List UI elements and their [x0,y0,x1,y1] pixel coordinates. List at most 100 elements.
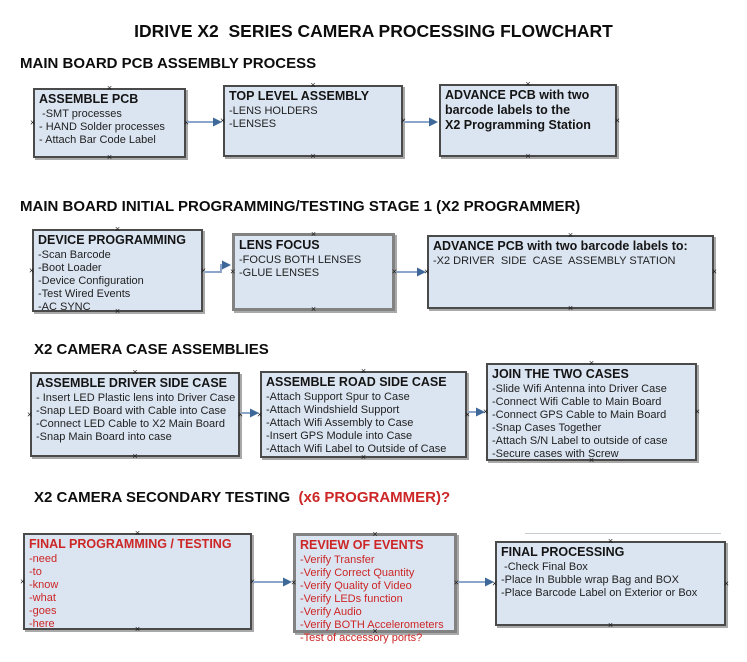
flow-step-item: -X2 DRIVER SIDE CASE ASSEMBLY STATION [433,255,676,267]
anchor-x-icon [424,268,429,277]
flow-step-item: -Snap Main Board into case [36,431,172,443]
section-heading-case-assemblies: X2 CAMERA CASE ASSEMBLIES [34,341,269,358]
arrow-toplevel-to-advance [404,117,438,127]
anchor-x-icon [115,307,120,316]
anchor-x-icon [608,537,613,546]
section-heading-secondary-testing: X2 CAMERA SECONDARY TESTING (x6 PROGRAMM… [34,489,450,506]
flow-step-item: -Attach Windshield Support [266,404,400,416]
box-items: - Insert LED Plastic lens into Driver Ca… [36,392,236,444]
box-title: ADVANCE PCB with two barcode labels to: [433,239,688,253]
box-title: ASSEMBLE PCB [39,92,139,106]
flow-step-item: -Device Configuration [38,275,144,287]
flow-step-item: - Attach Bar Code Label [39,134,156,146]
flow-step-item: -Check Final Box [501,561,588,573]
anchor-x-icon [257,410,262,419]
heading-black-part: X2 CAMERA SECONDARY TESTING [34,489,295,506]
anchor-x-icon [361,367,366,376]
flow-step-item: -LENS HOLDERS [229,105,318,117]
anchor-x-icon [525,152,530,161]
section-heading-pcb-assembly: MAIN BOARD PCB ASSEMBLY PROCESS [20,55,317,72]
anchor-x-icon [27,410,32,419]
anchor-x-icon [372,530,377,539]
flow-box-device-programming: DEVICE PROGRAMMING -Scan Barcode-Boot Lo… [29,229,206,314]
flow-step-item: - Insert LED Plastic lens into Driver Ca… [36,392,236,404]
box-title: FINAL PROCESSING [501,545,625,559]
anchor-x-icon [568,304,573,313]
box-items: -FOCUS BOTH LENSES-GLUE LENSES [239,254,388,280]
page-title: IDRIVE X2 SERIES CAMERA PROCESSING FLOWC… [134,21,613,41]
box-title: JOIN THE TWO CASES [492,367,629,381]
anchor-x-icon [29,266,34,275]
flow-step-item: -Attach S/N Label to outside of case [492,435,668,447]
flow-step-item: -GLUE LENSES [239,267,320,279]
anchor-x-icon [392,268,397,277]
arrow-assemble-to-toplevel [187,117,222,127]
box-title: TOP LEVEL ASSEMBLY [229,89,370,103]
flow-step-item: -FOCUS BOTH LENSES [239,254,362,266]
flow-step-item: -Boot Loader [38,262,102,274]
flow-step-item: -Attach Wifi Assembly to Case [266,417,414,429]
anchor-x-icon [361,453,366,462]
anchor-x-icon [568,231,573,240]
box-title: LENS FOCUS [239,238,320,252]
box-title: ASSEMBLE DRIVER SIDE CASE [36,376,228,390]
anchor-x-icon [230,268,235,277]
box-items: -Check Final Box-Place In Bubble wrap Ba… [501,561,720,600]
flow-step-item: -Insert GPS Module into Case [266,430,413,442]
flow-step-item: -Place In Bubble wrap Bag and BOX [501,574,679,586]
flow-step-item: -Connect GPS Cable to Main Board [492,409,667,421]
flow-step-item: -Attach Wifi Label to Outside of Case [266,443,447,455]
section-heading-initial-programming: MAIN BOARD INITIAL PROGRAMMING/TESTING S… [20,198,581,215]
anchor-x-icon [465,410,470,419]
anchor-x-icon [525,80,530,89]
flow-box-advance-to-programming-station: ADVANCE PCB with two barcode labels to t… [439,84,617,157]
box-title: DEVICE PROGRAMMING [38,233,186,247]
anchor-x-icon [184,119,189,128]
flow-box-join-the-two-cases: JOIN THE TWO CASES -Slide Wifi Antenna i… [486,363,697,461]
anchor-x-icon [401,117,406,126]
flow-step-item: -Scan Barcode [38,249,111,261]
flow-box-review-of-events: REVIEW OF EVENTS -Verify Transfer-Verify… [293,530,459,644]
anchor-x-icon [615,116,620,125]
anchor-x-icon [589,359,594,368]
flow-step-item: -Test Wired Events [38,288,131,300]
flow-step-item: -to [29,566,42,578]
anchor-x-icon [454,579,459,588]
anchor-x-icon [201,266,206,275]
box-items: -Attach Support Spur to Case-Attach Wind… [266,391,461,456]
heading-red-part: (x6 PROGRAMMER)? [294,489,451,506]
anchor-x-icon [20,577,25,586]
flow-step-item: -Connect LED Cable to X2 Main Board [36,418,225,430]
box-title: ASSEMBLE ROAD SIDE CASE [266,375,447,389]
flow-step-item: -Attach Support Spur to Case [266,391,410,403]
flow-step-item: -SMT processes [39,108,122,120]
anchor-x-icon [310,81,315,90]
anchor-x-icon [372,627,377,636]
flow-step-item: -Verify Transfer [300,554,375,566]
flow-box-final-programming-testing: FINAL PROGRAMMING / TESTING -need-to-kno… [23,533,252,630]
flow-step-item: -LENSES [229,118,277,130]
flow-step-item: - HAND Solder processes [39,121,165,133]
anchor-x-icon [608,621,613,630]
flow-step-item: -Snap Cases Together [492,422,602,434]
flow-step-item: -Snap LED Board with Cable into Case [36,405,227,417]
anchor-x-icon [135,529,140,538]
ghost-line [525,533,721,534]
anchor-x-icon [310,152,315,161]
anchor-x-icon [492,579,497,588]
arrow-lensfocus-to-advance [396,267,426,277]
anchor-x-icon [589,456,594,465]
anchor-x-icon [311,230,316,239]
arrow-deviceprog-to-lensfocus [204,260,231,273]
box-items: -Scan Barcode-Boot Loader-Device Configu… [38,249,197,314]
box-items: -need-to-know-what-goes-here [29,553,246,631]
flow-box-final-processing: FINAL PROCESSING -Check Final Box-Place … [495,541,726,626]
flow-box-top-level-assembly: TOP LEVEL ASSEMBLY -LENS HOLDERS-LENSES [223,85,403,157]
flow-step-item: -Connect Wifi Cable to Main Board [492,396,662,408]
anchor-x-icon [695,408,700,417]
flow-box-lens-focus: LENS FOCUS -FOCUS BOTH LENSES-GLUE LENSE… [232,233,395,311]
anchor-x-icon [115,225,120,234]
anchor-x-icon [30,119,35,128]
anchor-x-icon [483,408,488,417]
anchor-x-icon [107,153,112,162]
